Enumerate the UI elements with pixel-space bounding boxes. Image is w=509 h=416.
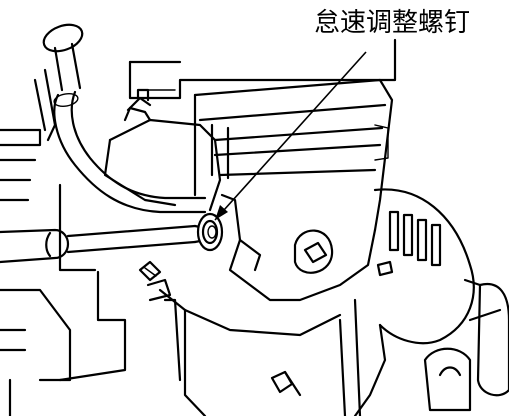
choke-lever: [33, 23, 84, 142]
recoil-cover-grille: [353, 188, 502, 416]
starter-handle: [423, 282, 509, 412]
carburetor-body: [103, 88, 377, 302]
base-screw: [138, 260, 172, 302]
breather-pipe: [53, 90, 207, 214]
screwdriver: [0, 224, 207, 264]
intake-collar: [193, 78, 394, 232]
callout-leader-line: [214, 51, 367, 221]
idle-adjust-screw-label: 怠速调整螺钉: [314, 8, 471, 38]
engine-block-left: [0, 128, 127, 416]
idle-adjust-screw-icon: [196, 212, 224, 252]
float-bowl: [158, 288, 362, 416]
